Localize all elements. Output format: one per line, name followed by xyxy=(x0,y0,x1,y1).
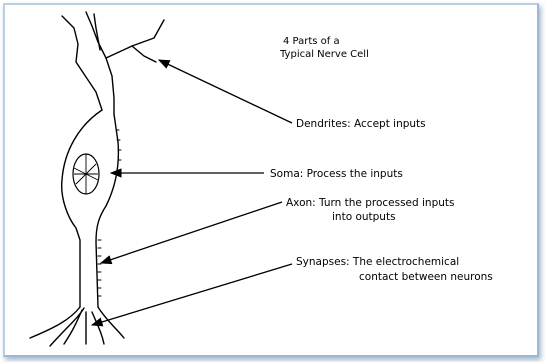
dendrites-arrow xyxy=(159,60,292,123)
axon-label-line1: Axon: Turn the processed inputs xyxy=(286,197,455,209)
diagram-frame: 4 Parts of a Typical Nerve Cell Dendrite… xyxy=(3,3,539,357)
dendrite-branch xyxy=(132,46,156,62)
nerve-cell-diagram: 4 Parts of a Typical Nerve Cell Dendrite… xyxy=(5,5,537,355)
axon-terminal xyxy=(30,307,124,346)
synapses-label-line2: contact between neurons xyxy=(359,271,493,283)
soma-outline xyxy=(62,110,102,307)
soma-outline xyxy=(96,114,118,307)
diagram-title-line2: Typical Nerve Cell xyxy=(279,49,369,60)
axon-label-line2: into outputs xyxy=(332,211,396,223)
synapses-label-line1: Synapses: The electrochemical xyxy=(296,256,459,268)
nucleus xyxy=(73,154,99,194)
dendrites-label: Dendrites: Accept inputs xyxy=(296,118,426,130)
synapses-arrow xyxy=(92,264,292,325)
soma-label: Soma: Process the inputs xyxy=(270,168,403,180)
dendrite-branch xyxy=(106,58,114,114)
axon-arrow xyxy=(101,202,282,263)
diagram-title-line1: 4 Parts of a xyxy=(283,36,340,47)
